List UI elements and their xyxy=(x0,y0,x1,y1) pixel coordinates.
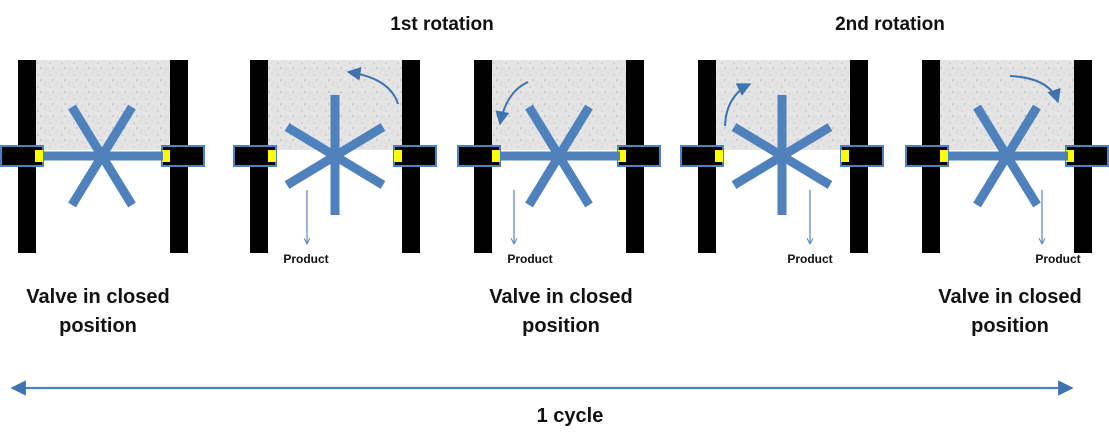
rotor xyxy=(43,104,163,208)
material-fill xyxy=(940,60,1074,150)
product-label: Product xyxy=(283,252,328,266)
product-label: Product xyxy=(787,252,832,266)
valve-panel-4-rotating: Product xyxy=(680,60,884,266)
caption-line-2: position xyxy=(522,315,600,337)
rotation-arrow xyxy=(346,66,399,105)
right-seal xyxy=(1066,150,1074,162)
rotor xyxy=(500,104,620,208)
material-fill xyxy=(36,60,170,150)
caption-line-1: Valve in closed xyxy=(26,286,169,308)
left-seal xyxy=(35,150,43,162)
left-seal xyxy=(715,150,723,162)
rotor xyxy=(284,95,386,215)
rotor xyxy=(948,104,1068,208)
right-seal xyxy=(394,150,402,162)
caption-line-2: position xyxy=(59,315,137,337)
product-label: Product xyxy=(507,252,552,266)
right-seal xyxy=(618,150,626,162)
rotation-arrow xyxy=(724,83,752,127)
valve-panel-2-rotating: Product xyxy=(233,60,437,266)
caption-line-1: Valve in closed xyxy=(489,286,632,308)
rotation-arrow xyxy=(495,81,529,126)
left-seal xyxy=(492,150,500,162)
right-seal xyxy=(841,150,849,162)
valve-panel-3-closed: Product xyxy=(457,60,661,266)
cycle-label: 1 cycle xyxy=(537,405,604,427)
first-rotation-header: 1st rotation xyxy=(390,14,493,35)
left-seal xyxy=(940,150,948,162)
second-rotation-header: 2nd rotation xyxy=(835,14,945,35)
caption-line-1: Valve in closed xyxy=(938,286,1081,308)
rotation-arrow xyxy=(1009,75,1061,104)
rotor xyxy=(731,95,833,215)
valve-panel-5-closed: Product xyxy=(905,60,1109,266)
left-seal xyxy=(268,150,276,162)
caption-line-2: position xyxy=(971,315,1049,337)
valve-panel-1-closed xyxy=(0,60,205,253)
caption-closed-1: Valve in closed position xyxy=(26,286,169,337)
right-seal xyxy=(162,150,170,162)
caption-closed-3: Valve in closed position xyxy=(938,286,1081,337)
material-fill xyxy=(492,60,626,150)
product-label: Product xyxy=(1035,252,1080,266)
caption-closed-2: Valve in closed position xyxy=(489,286,632,337)
